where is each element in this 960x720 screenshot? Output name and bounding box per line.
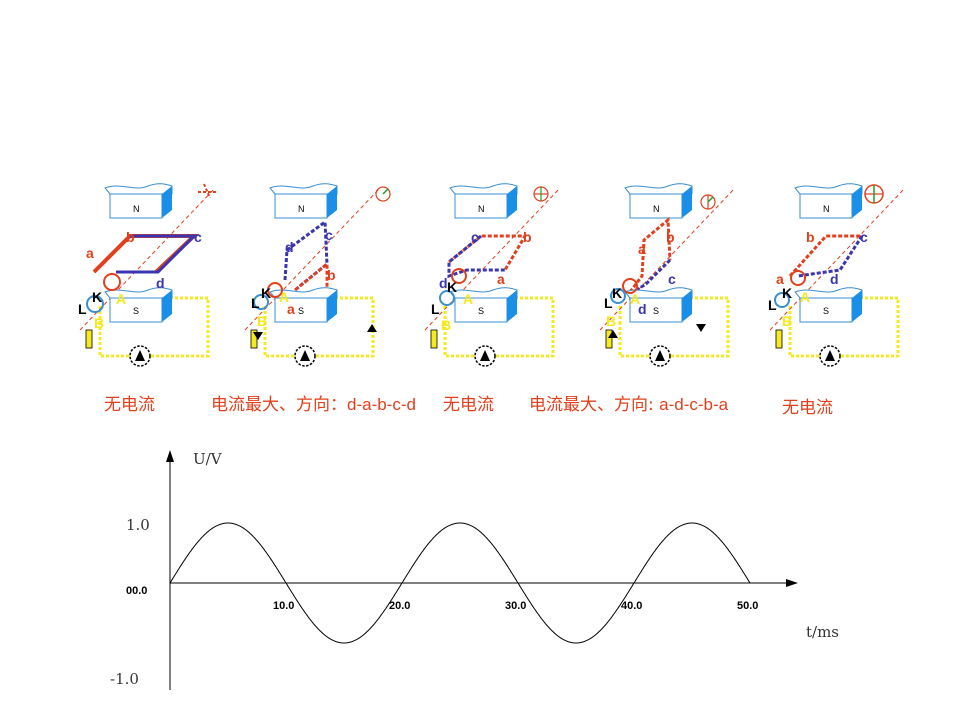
brush-k-label: K	[447, 279, 457, 295]
caption-text: 无电流	[104, 395, 155, 415]
brush-k-label: K	[782, 285, 792, 301]
y-tick-top: 1.0	[126, 516, 150, 534]
south-pole-label: S	[823, 306, 829, 316]
terminal-a-label: A	[279, 289, 289, 305]
brush-l-label: L	[604, 295, 613, 311]
voltage-graph: U/V t/ms 1.0 00.0 -1.0 10.0 20.0 30.0 40.0 5…	[110, 450, 839, 690]
corner-a-label: a	[776, 271, 784, 287]
brush-l-label: L	[431, 301, 440, 317]
dial-icon	[198, 183, 218, 199]
current-arrow-icon	[696, 324, 706, 332]
terminal-b-label: B	[606, 313, 616, 329]
y-origin-label: 00.0	[126, 585, 147, 597]
x-tick-label: 30.0	[505, 600, 526, 612]
corner-b-label: b	[126, 229, 135, 245]
caption-panel-5: 无电流	[782, 393, 833, 418]
terminal-a-label: A	[800, 289, 810, 305]
dial-icon	[375, 186, 391, 202]
terminal-a-label: A	[630, 291, 640, 307]
panel-4: N S a b c d K L A B	[598, 183, 737, 368]
voltage-curve	[169, 522, 751, 644]
x-tick-label: 40.0	[621, 600, 642, 612]
caption-direction: a-d-c-b-a	[659, 395, 729, 414]
x-tick-labels: 10.0 20.0 30.0 40.0 50.0	[273, 600, 758, 612]
corner-d-label: d	[638, 301, 647, 317]
x-axis-label: t/ms	[806, 623, 839, 641]
panel-2: N S d c b a K L A B	[243, 183, 391, 368]
current-arrow-icon	[253, 332, 263, 340]
corner-b-label: b	[806, 229, 815, 245]
corner-b-label: b	[666, 229, 675, 245]
north-pole-label: N	[478, 204, 485, 214]
y-axis-label: U/V	[193, 450, 223, 468]
brush-k-label: K	[92, 289, 102, 305]
south-pole-label: S	[478, 306, 484, 316]
brush-k-label: K	[612, 285, 622, 301]
current-arrow-icon	[608, 330, 618, 338]
brush-l-label: L	[78, 301, 87, 317]
brush-l-label: L	[768, 297, 777, 313]
caption-text: 电流最大、方向：	[211, 395, 347, 415]
caption-direction: d-a-b-c-d	[347, 395, 416, 414]
corner-b-label: b	[523, 229, 532, 245]
x-axis-arrow-icon	[786, 579, 798, 587]
x-tick-label: 50.0	[737, 600, 758, 612]
caption-text: 无电流	[443, 395, 494, 415]
corner-a-label: a	[497, 271, 505, 287]
caption-panel-4: 电流最大、方向: a-d-c-b-a	[529, 390, 728, 415]
dial-icon	[700, 194, 716, 210]
caption-panel-2: 电流最大、方向：d-a-b-c-d	[211, 390, 416, 415]
south-pole-label: S	[133, 306, 139, 316]
dial-icon	[533, 186, 549, 202]
corner-d-label: d	[285, 239, 294, 255]
x-tick-label: 10.0	[273, 600, 294, 612]
panel-3: N S c b a d K L A B	[423, 183, 562, 368]
north-pole-label: N	[823, 204, 830, 214]
terminal-a-label: A	[116, 291, 126, 307]
corner-c-label: c	[194, 229, 202, 245]
corner-c-label: c	[325, 227, 333, 243]
current-arrow-icon	[367, 324, 377, 332]
corner-a-label: a	[287, 301, 295, 317]
brush-k-label: K	[261, 285, 271, 301]
north-pole-label: N	[133, 204, 140, 214]
corner-a-label: a	[638, 241, 646, 257]
caption-text: 无电流	[782, 398, 833, 418]
terminal-b-label: B	[94, 315, 104, 331]
south-pole-label: S	[653, 306, 659, 316]
corner-d-label: d	[156, 275, 165, 291]
corner-c-label: c	[860, 229, 868, 245]
caption-panel-3: 无电流	[443, 390, 494, 415]
caption-text: 电流最大、方向:	[529, 395, 660, 415]
terminal-b-label: B	[257, 313, 267, 329]
y-tick-bottom: -1.0	[110, 670, 139, 688]
panel-1: N S a b c d K L A B	[78, 183, 218, 368]
corner-c-label: c	[668, 271, 676, 287]
terminal-b-label: B	[441, 317, 451, 333]
brush-l-label: L	[251, 295, 260, 311]
corner-a-label: a	[86, 245, 94, 261]
terminal-a-label: A	[463, 291, 473, 307]
north-pole-label: N	[298, 204, 305, 214]
dial-icon	[864, 184, 884, 204]
terminal-b-label: B	[782, 313, 792, 329]
corner-d-label: d	[830, 271, 839, 287]
corner-c-label: c	[471, 229, 479, 245]
corner-b-label: b	[327, 267, 336, 283]
caption-panel-1: 无电流	[104, 390, 155, 415]
north-pole-label: N	[653, 204, 660, 214]
south-pole-label: S	[298, 306, 304, 316]
corner-d-label: d	[439, 275, 448, 291]
y-axis-arrow-icon	[166, 450, 174, 462]
x-tick-label: 20.0	[389, 600, 410, 612]
panel-5: N S b c d a K L A B	[768, 183, 907, 368]
